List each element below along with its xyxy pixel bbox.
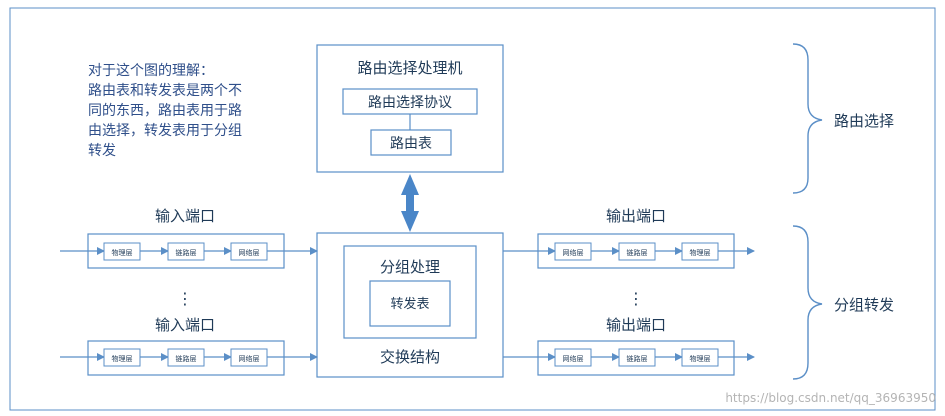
routing-processor-title: 路由选择处理机 <box>357 59 462 77</box>
forwarding-brace-label: 分组转发 <box>834 296 894 314</box>
network-layer-label: 网络层 <box>563 354 584 363</box>
link-layer-label: 链路层 <box>627 354 648 363</box>
link-layer-label: 链路层 <box>627 248 648 257</box>
routing-brace-icon <box>792 43 823 194</box>
note-line: 转发 <box>88 143 116 159</box>
understanding-note: 对于这个图的理解： 路由表和转发表是两个不 同的东西，路由表用于路 由选择，转发… <box>88 62 242 159</box>
double-arrow-icon <box>401 174 419 232</box>
routing-processor: 路由选择处理机 路由选择协议 路由表 <box>316 44 504 173</box>
link-layer-label: 链路层 <box>176 248 197 257</box>
network-layer-label: 网络层 <box>239 248 260 257</box>
physical-layer-label: 物理层 <box>690 354 711 363</box>
network-layer-label: 网络层 <box>239 354 260 363</box>
forwarding-brace-icon <box>792 225 823 380</box>
routing-protocol-label: 路由选择协议 <box>368 95 452 111</box>
output-port-label: 输出端口 <box>606 316 666 334</box>
packet-processing-label: 分组处理 <box>380 258 440 276</box>
switching-fabric-label: 交换结构 <box>380 348 440 366</box>
physical-layer-label: 物理层 <box>112 248 133 257</box>
input-ports-ellipsis: ⋮ <box>177 289 193 308</box>
link-layer-label: 链路层 <box>176 354 197 363</box>
note-line: 路由表和转发表是两个不 <box>88 83 242 99</box>
forwarding-table-label: 转发表 <box>390 296 429 312</box>
input-port-label: 输入端口 <box>155 316 215 334</box>
output-ports-ellipsis: ⋮ <box>628 289 644 308</box>
input-port-label: 输入端口 <box>155 207 215 225</box>
physical-layer-label: 物理层 <box>112 354 133 363</box>
routing-table-label: 路由表 <box>390 136 432 152</box>
outer-frame <box>9 7 936 411</box>
input-port: 输入端口 物理层 链路层 网络层 <box>60 207 318 269</box>
switching-fabric: 分组处理 转发表 交换结构 <box>316 232 504 378</box>
output-port: 输出端口 网络层 链路层 物理层 <box>503 316 755 376</box>
forwarding-table-box <box>369 280 451 327</box>
network-layer-label: 网络层 <box>563 248 584 257</box>
note-line: 同的东西，路由表用于路 <box>88 103 242 119</box>
routing-table-box <box>370 129 452 156</box>
note-line: 由选择，转发表用于分组 <box>88 123 242 139</box>
physical-layer-label: 物理层 <box>690 248 711 257</box>
output-port: 输出端口 网络层 链路层 物理层 <box>503 207 755 269</box>
output-port-label: 输出端口 <box>606 207 666 225</box>
routing-brace-label: 路由选择 <box>834 112 894 130</box>
input-port: 输入端口 物理层 链路层 网络层 <box>60 316 318 376</box>
note-line: 对于这个图的理解： <box>88 62 214 79</box>
watermark: https://blog.csdn.net/qq_36963950 <box>725 391 936 405</box>
